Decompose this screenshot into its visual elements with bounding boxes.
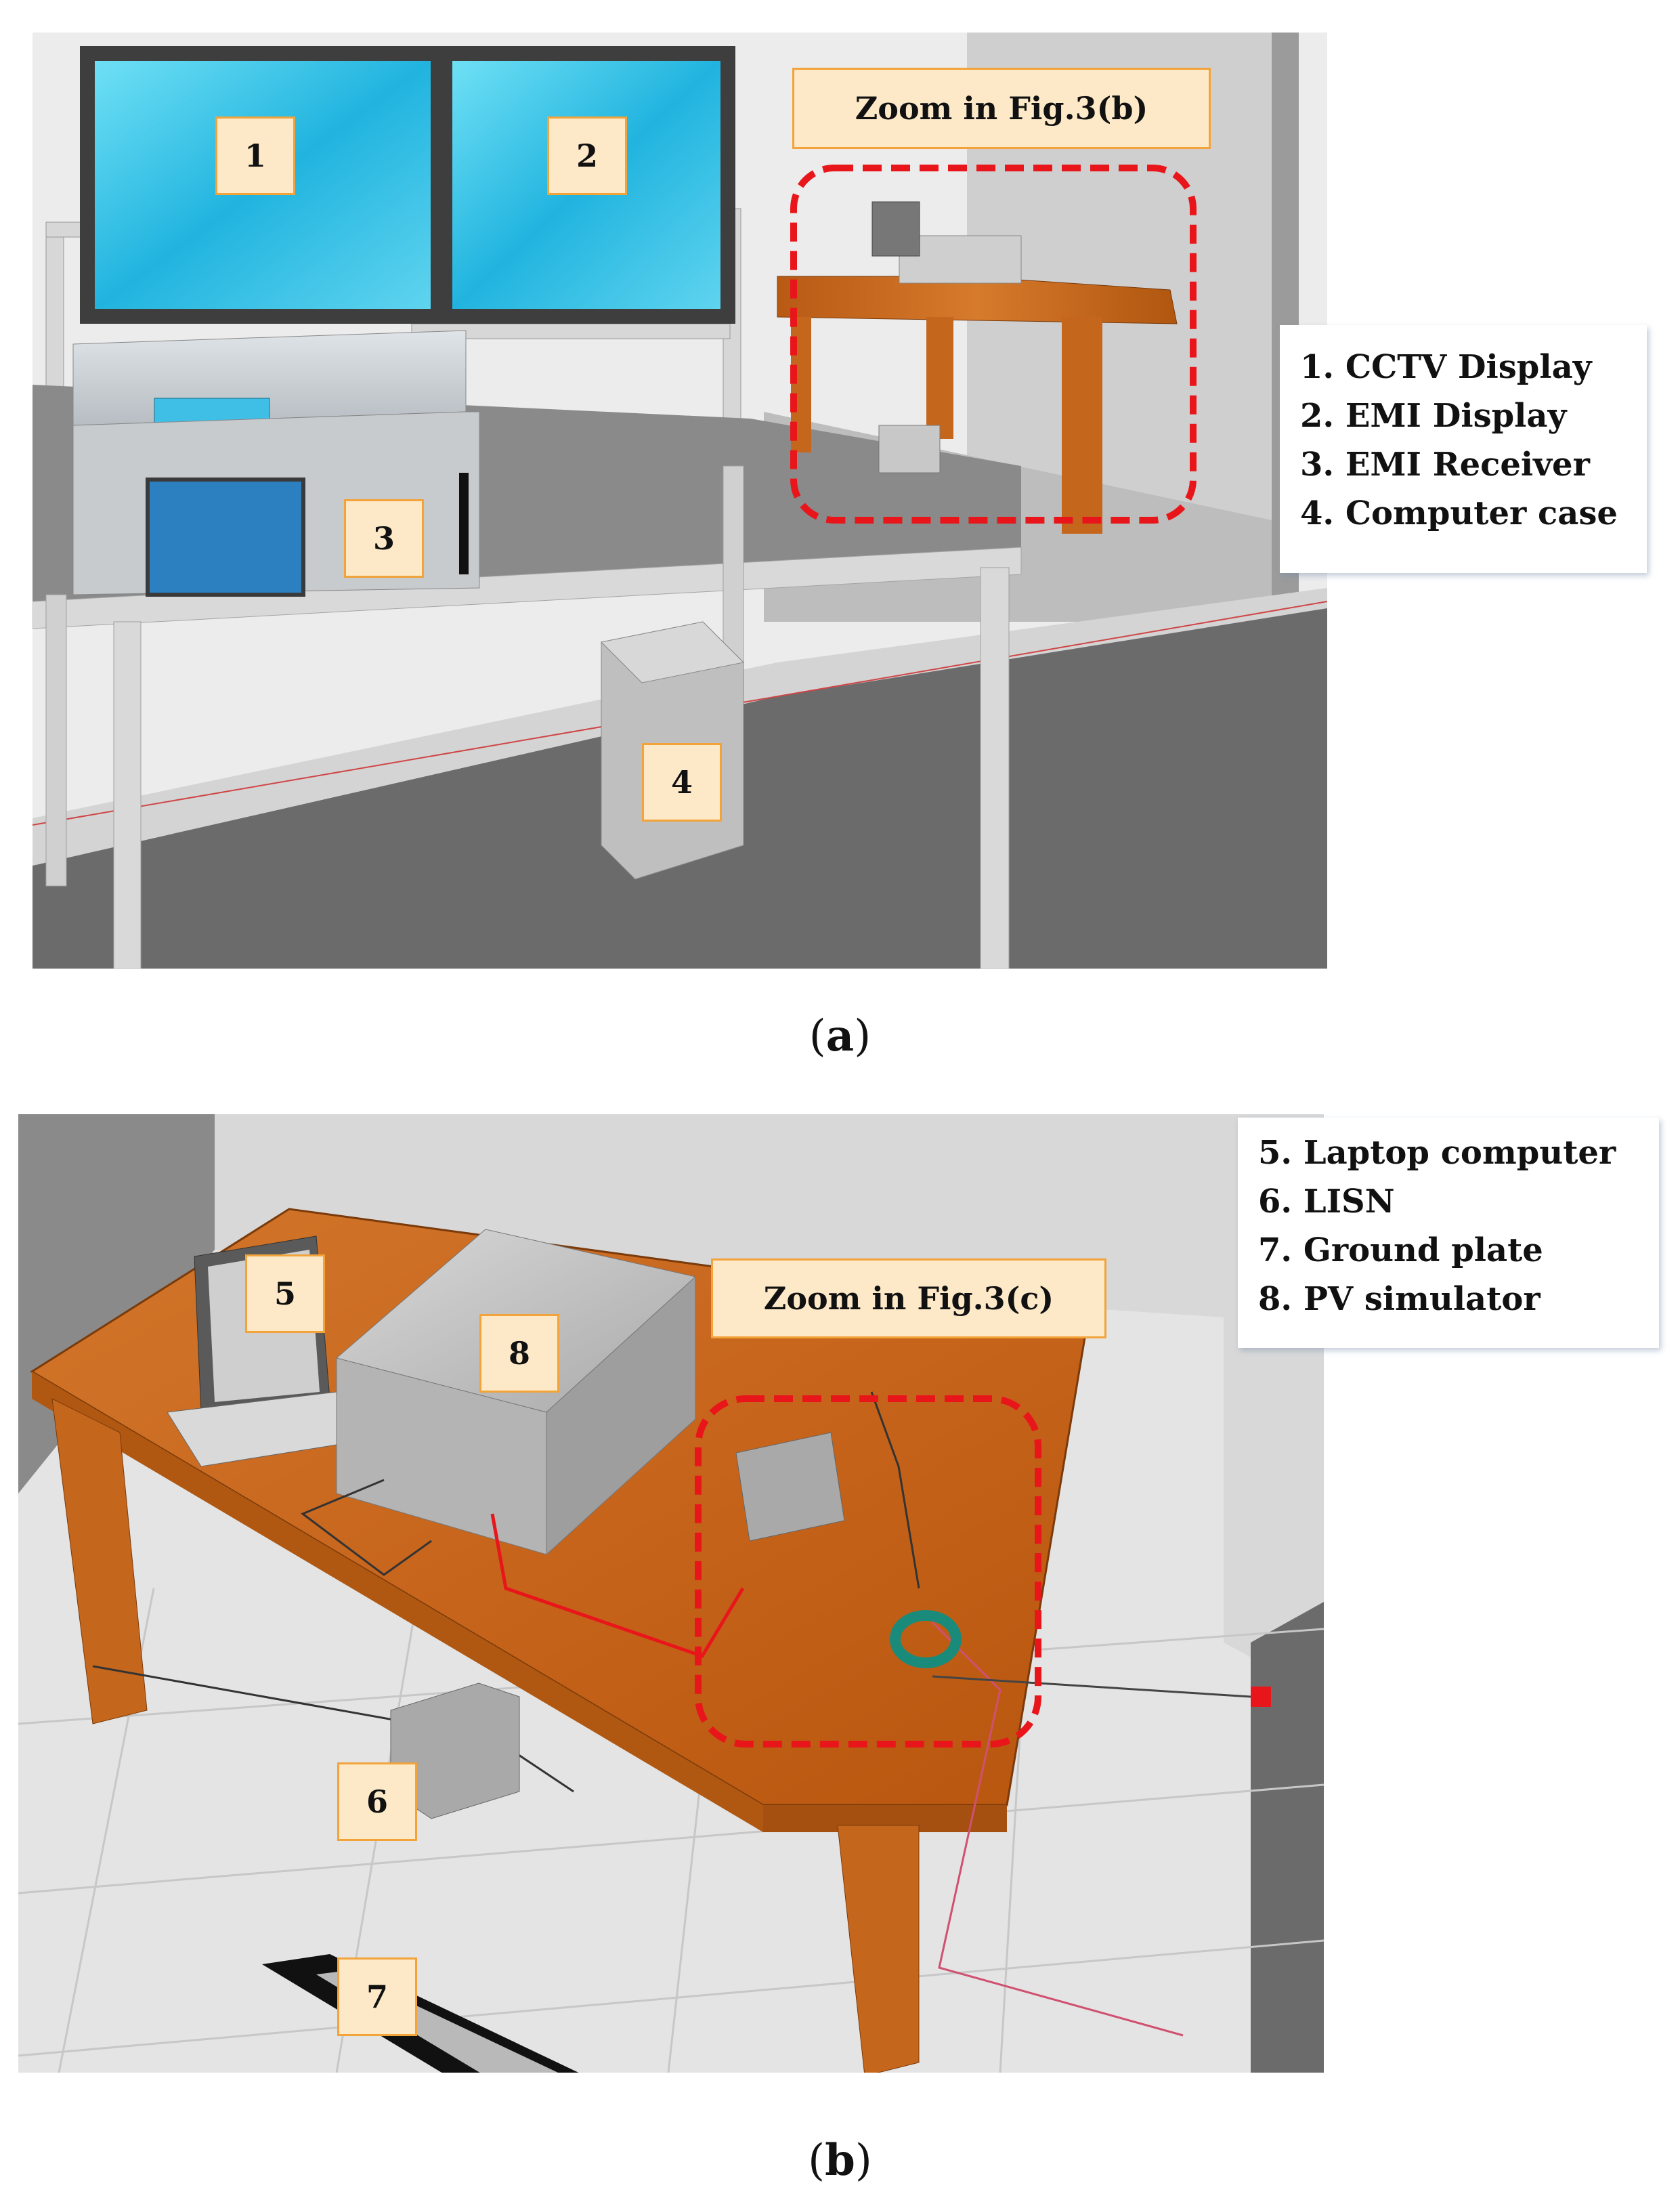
lisn-small: [878, 425, 941, 473]
caption-b: (b): [808, 2135, 872, 2186]
legend-item-ground-plate: 7. Ground plate: [1258, 1231, 1543, 1269]
cable-to-connector: [932, 1675, 1251, 1698]
figure-b-scene: [18, 1114, 1324, 2073]
emi-receiver-slot: [459, 473, 469, 574]
table-leg-front-right: [980, 567, 1010, 969]
wood-table-edge-right: [763, 1805, 1007, 1832]
label-5: 5: [245, 1254, 325, 1333]
zoom-label-fig3b: Zoom in Fig.3(b): [792, 68, 1211, 149]
label-6: 6: [337, 1762, 417, 1841]
legend-b: 5. Laptop computer 6. LISN 7. Ground pla…: [1238, 1118, 1659, 1348]
power-cable: [301, 1479, 432, 1576]
wood-leg-front-left: [51, 1398, 148, 1724]
figure-b-panel: [18, 1114, 1324, 2073]
legend-a: 1. CCTV Display 2. EMI Display 3. EMI Re…: [1280, 325, 1647, 573]
probe-cable: [870, 1391, 920, 1589]
red-connector: [1251, 1687, 1271, 1707]
wood-table-leg-3: [1062, 317, 1102, 534]
pv-simulator-side: [546, 1275, 696, 1556]
caption-b-letter: b: [825, 2135, 855, 2186]
legend-item-cctv-display: 1. CCTV Display: [1300, 348, 1592, 386]
zoom-box-c: [695, 1395, 1041, 1748]
table-edge: [33, 547, 1022, 629]
lisn-on-table: [735, 1432, 845, 1542]
wood-table-leg-2: [926, 317, 953, 439]
wood-table-edge-front: [32, 1372, 763, 1832]
legend-item-emi-receiver: 3. EMI Receiver: [1300, 446, 1590, 484]
computer-case-top: [600, 621, 745, 683]
laptop-small: [871, 201, 920, 257]
wood-leg-front-right: [837, 1825, 920, 2073]
legend-item-lisn: 6. LISN: [1258, 1183, 1395, 1221]
red-cable: [490, 1513, 745, 1659]
label-1: 1: [215, 117, 295, 195]
legend-item-emi-display: 2. EMI Display: [1300, 397, 1567, 435]
legend-item-pv-simulator: 8. PV simulator: [1258, 1280, 1541, 1318]
emi-receiver-screen: [146, 478, 305, 597]
caption-a: (a): [809, 1011, 871, 1061]
zoom-label-fig3c: Zoom in Fig.3(c): [711, 1258, 1106, 1338]
legend-item-computer-case: 4. Computer case: [1300, 494, 1618, 532]
figure-a-panel: [33, 33, 1327, 969]
zoom-box-b: [790, 165, 1197, 524]
table-leg-front-left: [113, 621, 142, 969]
right-wall-b: [1251, 1602, 1324, 2073]
label-3: 3: [344, 499, 424, 578]
pink-cable: [931, 1621, 1184, 2037]
label-4: 4: [642, 743, 722, 822]
label-8: 8: [479, 1314, 559, 1393]
legend-item-laptop-computer: 5. Laptop computer: [1258, 1134, 1616, 1172]
table-leg-back-left: [45, 594, 67, 887]
label-7: 7: [337, 1957, 417, 2036]
caption-a-letter: a: [825, 1011, 855, 1061]
current-probe: [890, 1610, 962, 1668]
table-leg-back-right: [723, 465, 744, 670]
label-2: 2: [547, 117, 627, 195]
